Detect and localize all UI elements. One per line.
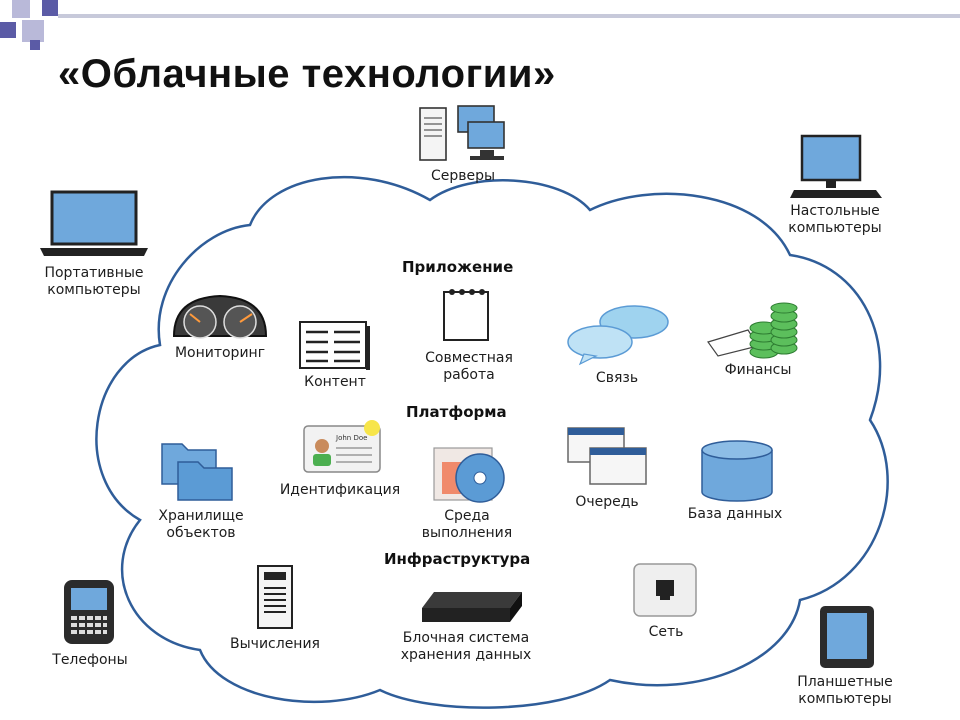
- desktops-label: Настольные компьютеры: [788, 203, 882, 236]
- page-title: «Облачные технологии»: [58, 52, 556, 96]
- communication-label: Связь: [595, 370, 639, 386]
- collaboration-label: Совместная работа: [425, 350, 513, 383]
- tablet-icon: [820, 606, 874, 668]
- laptops-label: Портативные компьютеры: [44, 265, 144, 298]
- database-label: База данных: [687, 506, 783, 522]
- phone-icon: [64, 580, 114, 644]
- speech-bubbles-icon: [567, 305, 669, 366]
- finance-label: Финансы: [724, 362, 792, 378]
- applications-heading: Приложение: [402, 258, 514, 276]
- content-label: Контент: [304, 374, 366, 390]
- network-label: Сеть: [648, 624, 684, 640]
- id-card-icon: John Doe: [303, 420, 381, 473]
- top-divider: [58, 14, 960, 18]
- object-storage-label: Хранилище объектов: [158, 508, 244, 541]
- money-stack-icon: [707, 302, 798, 359]
- notepad-icon: [443, 289, 489, 341]
- runtime-label: Среда выполнения: [421, 508, 513, 541]
- folders-icon: [161, 443, 233, 501]
- desktop-monitor-icon: [790, 134, 882, 198]
- phones-label: Телефоны: [52, 652, 128, 668]
- network-socket-icon: [633, 563, 697, 617]
- speedometer-icon: [172, 294, 268, 339]
- tablets-label: Планшетные компьютеры: [797, 674, 893, 707]
- infrastructure-heading: Инфраструктура: [384, 550, 531, 568]
- servers-label: Серверы: [430, 168, 496, 184]
- platform-heading: Платформа: [406, 403, 507, 421]
- window-stack-icon: [567, 427, 647, 485]
- monitoring-label: Мониторинг: [174, 345, 266, 361]
- database-cylinder-icon: [701, 440, 773, 502]
- block-storage-label: Блочная система хранения данных: [400, 630, 532, 663]
- id-card-name: John Doe: [335, 434, 367, 442]
- queue-label: Очередь: [575, 494, 639, 510]
- laptop-icon: [40, 190, 148, 256]
- server-tower-icon: [419, 105, 505, 161]
- tower-server-icon: [257, 565, 293, 629]
- document-lines-icon: [299, 321, 370, 370]
- disc-icon: [433, 447, 505, 503]
- identity-label: Идентификация: [279, 482, 401, 498]
- storage-drive-icon: [422, 592, 522, 622]
- compute-label: Вычисления: [230, 636, 320, 652]
- corner-decoration: [0, 0, 58, 50]
